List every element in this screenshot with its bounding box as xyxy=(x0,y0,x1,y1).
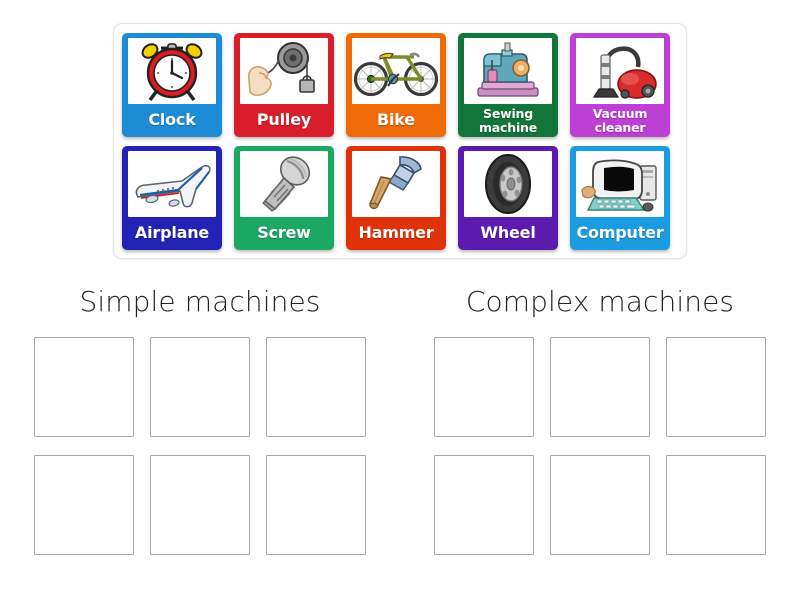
drop-slot[interactable] xyxy=(550,455,650,555)
category-title: Complex machines xyxy=(465,285,735,318)
item-card-label: Airplane xyxy=(134,223,210,243)
tire-wheel-icon xyxy=(464,151,552,217)
category-title: Simple machines xyxy=(79,285,321,318)
drop-slot[interactable] xyxy=(34,455,134,555)
item-card-label: Vacuum cleaner xyxy=(592,105,648,135)
draggable-item-card[interactable]: Airplane xyxy=(122,146,222,250)
item-tray-row-2: Airplane Screw Hammer Wheel xyxy=(122,146,678,250)
draggable-item-card[interactable]: Sewing machine xyxy=(458,33,558,137)
screw-icon xyxy=(240,151,328,217)
drop-slot-grid xyxy=(434,337,766,555)
drop-slot[interactable] xyxy=(34,337,134,437)
vacuum-cleaner-icon xyxy=(576,38,664,104)
category-area: Simple machines Complex machines xyxy=(0,285,800,555)
hammer-icon xyxy=(352,151,440,217)
computer-icon xyxy=(576,151,664,217)
item-card-label: Hammer xyxy=(358,223,434,243)
drop-slot-grid xyxy=(34,337,366,555)
item-card-label: Screw xyxy=(257,223,311,243)
item-card-label: Bike xyxy=(377,110,415,130)
airplane-icon xyxy=(128,151,216,217)
draggable-item-card[interactable]: Wheel xyxy=(458,146,558,250)
alarm-clock-icon xyxy=(128,38,216,104)
drop-slot[interactable] xyxy=(666,337,766,437)
drop-slot[interactable] xyxy=(434,455,534,555)
draggable-item-card[interactable]: Clock xyxy=(122,33,222,137)
draggable-item-card[interactable]: Computer xyxy=(570,146,670,250)
bicycle-icon xyxy=(352,38,440,104)
item-tray: Clock Pulley Bike xyxy=(113,23,687,259)
drop-slot[interactable] xyxy=(150,337,250,437)
drop-slot[interactable] xyxy=(266,455,366,555)
category-column-simple-machines: Simple machines xyxy=(0,285,400,555)
item-card-label: Pulley xyxy=(256,110,312,130)
draggable-item-card[interactable]: Screw xyxy=(234,146,334,250)
draggable-item-card[interactable]: Bike xyxy=(346,33,446,137)
sewing-machine-icon xyxy=(464,38,552,104)
draggable-item-card[interactable]: Pulley xyxy=(234,33,334,137)
draggable-item-card[interactable]: Vacuum cleaner xyxy=(570,33,670,137)
draggable-item-card[interactable]: Hammer xyxy=(346,146,446,250)
drop-slot[interactable] xyxy=(550,337,650,437)
item-card-label: Wheel xyxy=(480,223,536,243)
drop-slot[interactable] xyxy=(266,337,366,437)
drop-slot[interactable] xyxy=(434,337,534,437)
item-tray-row-1: Clock Pulley Bike xyxy=(122,33,678,137)
item-card-label: Clock xyxy=(148,110,196,130)
category-column-complex-machines: Complex machines xyxy=(400,285,800,555)
item-card-label: Computer xyxy=(576,223,664,243)
item-card-label: Sewing machine xyxy=(478,105,538,135)
pulley-icon xyxy=(240,38,328,104)
drop-slot[interactable] xyxy=(150,455,250,555)
drop-slot[interactable] xyxy=(666,455,766,555)
